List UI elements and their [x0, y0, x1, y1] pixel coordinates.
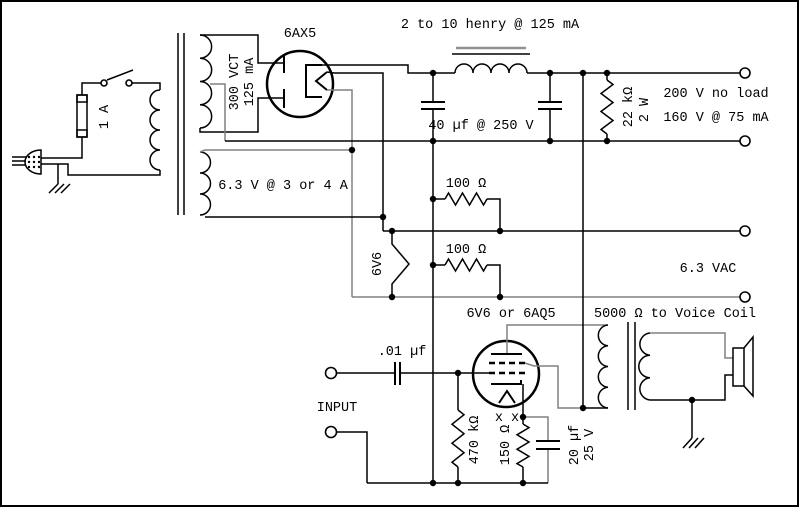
wire-screen-to-bplus	[524, 362, 583, 409]
filter-cap-1	[421, 73, 445, 141]
grid-resistor-label: 470 kΩ	[468, 416, 483, 465]
filter-caps-label: 40 µf @ 250 V	[428, 119, 534, 134]
wire-fuse-to-switch	[81, 82, 101, 95]
humdinger-resistor-2	[433, 257, 501, 297]
cathode-resistor	[515, 423, 531, 483]
heater-chevron	[314, 71, 328, 91]
plug-body	[24, 149, 42, 175]
heater-pin-marks: x x	[495, 411, 519, 426]
bleeder-power-label: 2 W	[638, 97, 653, 122]
bleeder-resistor	[599, 73, 615, 141]
wire-plug-neutral	[41, 163, 161, 176]
ac-ground-icon	[48, 183, 71, 194]
coupling-cap-label: .01 µf	[378, 345, 427, 360]
humdinger-r2-label: 100 Ω	[446, 243, 487, 258]
output-transformer-label: 5000 Ω to Voice Coil	[594, 307, 756, 322]
cathode-bracket	[305, 64, 322, 98]
wire-rect-heater-a	[327, 89, 353, 297]
bleeder-value-label: 22 kΩ	[622, 87, 637, 128]
wire-plug-to-fuse	[41, 137, 83, 159]
wire-hv-top-to-plate1	[200, 34, 284, 64]
input-terminal-ground	[324, 425, 338, 439]
power-transformer	[149, 33, 213, 216]
heater-output-label: 6.3 VAC	[680, 262, 737, 277]
input-label: INPUT	[317, 401, 358, 416]
choke-winding	[454, 63, 528, 74]
rectifier-tube-6ax5	[265, 49, 335, 119]
cathode-resistor-label: 150 Ω	[499, 425, 514, 466]
hv-winding-volts-label: 300 VCT	[228, 54, 243, 111]
terminal-bplus	[739, 67, 751, 79]
fuse-label: 1 A	[98, 104, 113, 129]
hv-secondary-winding	[199, 34, 213, 129]
wire-speaker-bottom	[650, 374, 733, 401]
output-tube-6v6	[471, 339, 541, 409]
heater-winding-label: 6.3 V @ 3 or 4 A	[218, 179, 349, 194]
cathode-bypass-cap	[523, 416, 560, 483]
wire-hv-center-tap	[210, 83, 226, 141]
hv-winding-current-label: 125 mA	[243, 57, 258, 107]
fuse	[76, 94, 88, 138]
coupling-cap	[394, 362, 401, 385]
heater-secondary-winding	[199, 151, 212, 216]
humdinger-resistor-1	[433, 191, 501, 231]
primary-winding	[149, 89, 161, 171]
opt-primary-winding	[597, 324, 609, 409]
output-tube-heater-filament	[391, 231, 410, 297]
power-switch	[100, 69, 134, 87]
cathode-bar	[491, 380, 522, 385]
output-tube-label: 6V6 or 6AQ5	[466, 307, 555, 322]
heater-tent	[498, 389, 516, 404]
cathode-cap-value-label: 20 µf	[568, 425, 583, 466]
grid-resistor	[450, 373, 466, 483]
filter-cap-2	[538, 73, 562, 141]
humdinger-r1-label: 100 Ω	[446, 177, 487, 192]
speaker-icon	[732, 334, 754, 398]
terminal-heater-2	[739, 291, 751, 303]
opt-secondary-winding	[638, 332, 651, 401]
transformer-core	[177, 33, 185, 215]
wire-switch-to-primary	[132, 82, 161, 90]
heater-filament-tube-label: 6V6	[371, 252, 386, 276]
rectifier-tube-label: 6AX5	[284, 27, 316, 42]
junction-dots	[348, 69, 696, 487]
opt-core	[627, 322, 636, 410]
output-v-noload-label: 200 V no load	[663, 87, 768, 102]
wire-input-ground	[337, 431, 368, 483]
ac-plug	[12, 149, 42, 175]
terminal-heater-1	[739, 225, 751, 237]
input-terminal-hot	[324, 366, 338, 380]
wire-speaker-top	[650, 332, 733, 359]
plug-prongs	[12, 156, 26, 166]
output-transformer	[597, 322, 651, 410]
choke-label: 2 to 10 henry @ 125 mA	[401, 18, 580, 33]
plug-face-dots	[27, 155, 41, 169]
output-v-load-label: 160 V @ 75 mA	[663, 111, 769, 126]
cathode-cap-volts-label: 25 V	[583, 428, 598, 461]
terminal-bminus	[739, 135, 751, 147]
wire-hv-bottom-to-plate2	[199, 97, 284, 133]
speaker-ground-icon	[682, 437, 705, 449]
wire-plate-to-opt	[506, 324, 608, 353]
wire-heater-winding-top	[199, 149, 352, 153]
filter-choke	[452, 46, 530, 74]
wire-rect-heater-b	[326, 71, 384, 231]
